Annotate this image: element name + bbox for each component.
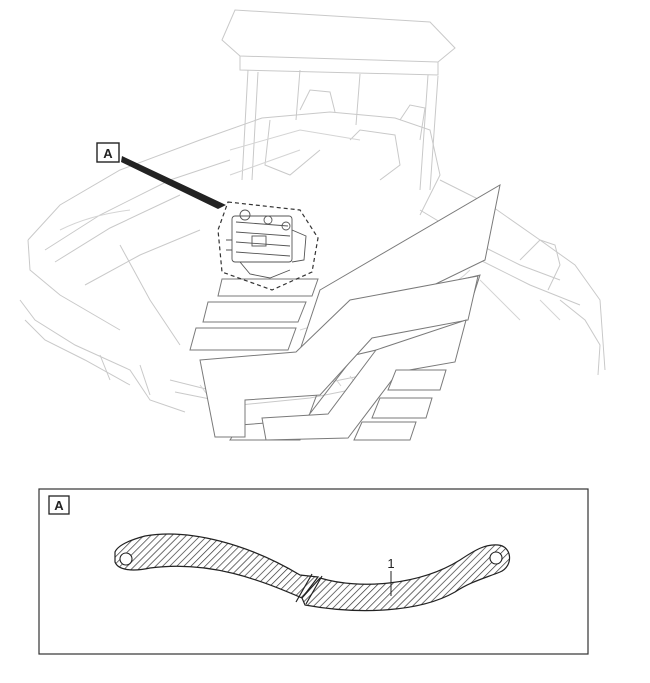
component-dashed-outline <box>217 201 319 291</box>
callout-leader-line <box>121 156 226 209</box>
ground-strap <box>114 533 511 612</box>
brand-mark-stripes <box>189 184 501 441</box>
strap-left-section <box>114 533 320 599</box>
brand-bar-right-2 <box>371 397 433 419</box>
callout-label: A <box>103 146 113 161</box>
brand-bar-right-1 <box>387 369 447 391</box>
brand-chevron-outer <box>199 275 479 438</box>
detail-label: A <box>54 498 64 513</box>
strap-right-section <box>301 544 511 612</box>
brand-bar-left-2 <box>202 301 307 323</box>
item-number: 1 <box>387 556 394 571</box>
brand-bar-left-1 <box>217 278 319 297</box>
strap-left-eyelet <box>119 552 133 566</box>
detail-panel: A 1 <box>38 488 589 655</box>
brand-bar-left-3 <box>189 327 297 351</box>
callout-box <box>96 142 120 163</box>
strap-right-eyelet <box>489 551 503 565</box>
brand-bar-right-3 <box>353 421 417 441</box>
detail-frame <box>38 488 589 655</box>
brand-chevron-inner <box>261 319 467 441</box>
strap-break-lines <box>295 573 323 605</box>
callout-a: A <box>96 142 226 209</box>
detail-label-box <box>48 495 70 515</box>
engine-component <box>217 201 319 291</box>
